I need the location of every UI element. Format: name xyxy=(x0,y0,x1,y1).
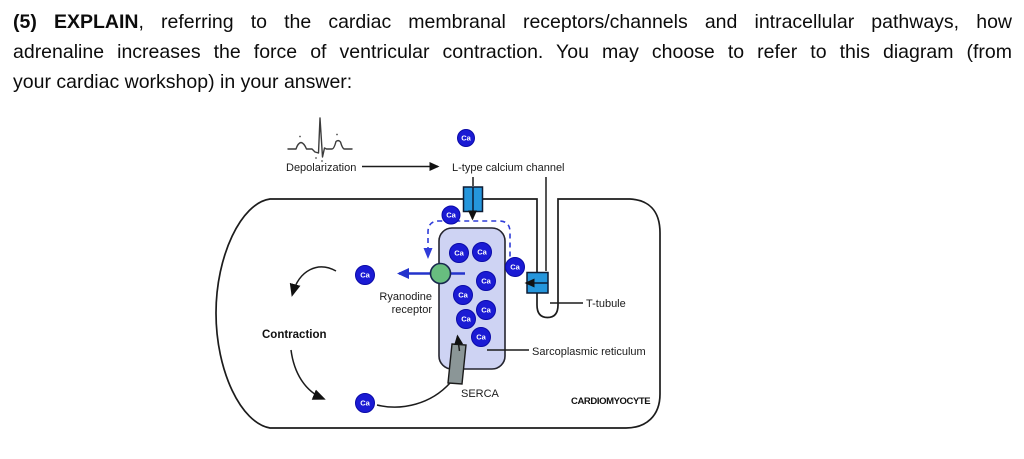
question-line-1: (5) EXPLAIN, referring to the cardiac me… xyxy=(13,7,1012,37)
ecg-trace-icon xyxy=(287,117,353,162)
svg-text:Ca: Ca xyxy=(360,271,370,280)
l-type-channel-label: L-type calcium channel xyxy=(452,162,565,174)
svg-text:Ca: Ca xyxy=(477,248,487,257)
ca-ion: Ca xyxy=(441,205,461,225)
ca-ion: Ca xyxy=(453,285,473,305)
ca-release-dashed-path xyxy=(427,220,511,257)
ca-to-serca-curve xyxy=(376,382,451,408)
serca-pump xyxy=(447,343,467,385)
l-type-calcium-channel-surface xyxy=(462,186,484,213)
svg-text:Ca: Ca xyxy=(461,315,471,324)
sarcoplasmic-reticulum-label: Sarcoplasmic reticulum xyxy=(532,346,646,358)
ca-ion: Ca xyxy=(355,265,375,285)
cell-membrane xyxy=(215,198,661,429)
svg-text:Ca: Ca xyxy=(476,333,486,342)
ca-ion: Ca xyxy=(456,309,476,329)
svg-text:Ca: Ca xyxy=(454,249,464,258)
svg-text:Ca: Ca xyxy=(481,277,491,286)
ca-ion: Ca xyxy=(505,257,525,277)
ryanodine-label-line1: Ryanodine xyxy=(379,291,432,303)
ca-ion: Ca xyxy=(476,300,496,320)
ca-ion: Ca xyxy=(471,327,491,347)
question-text: (5) EXPLAIN, referring to the cardiac me… xyxy=(13,7,1012,97)
contraction-label: Contraction xyxy=(262,329,327,341)
svg-text:Ca: Ca xyxy=(458,291,468,300)
svg-text:Ca: Ca xyxy=(461,134,471,143)
question-line-2: adrenaline increases the force of ventri… xyxy=(13,41,1012,63)
question-line-3: your cardiac workshop) in your answer: xyxy=(13,71,353,93)
ca-ion: Ca xyxy=(476,271,496,291)
svg-text:Ca: Ca xyxy=(481,306,491,315)
svg-text:Ca: Ca xyxy=(446,211,456,220)
contraction-cycle-arrow-upper xyxy=(289,266,337,297)
ca-ion: Ca xyxy=(472,242,492,262)
question-line-1-rest: , referring to the cardiac membranal rec… xyxy=(138,11,1012,33)
ryanodine-receptor xyxy=(429,262,452,285)
serca-uptake-arrow xyxy=(454,334,464,352)
depolarization-label: Depolarization xyxy=(286,162,356,174)
svg-text:Ca: Ca xyxy=(510,263,520,272)
cardiomyocyte-label: CARDIOMYOCYTE xyxy=(571,396,650,407)
t-tubule-label: T-tubule xyxy=(586,298,626,310)
serca-label: SERCA xyxy=(461,388,500,400)
question-number: (5) EXPLAIN xyxy=(13,11,139,33)
ca-ion: Ca xyxy=(449,243,469,263)
ryanodine-label-line2: receptor xyxy=(392,304,433,316)
dashed-path-arrowhead xyxy=(423,248,433,259)
ca-ion: Ca xyxy=(355,393,375,413)
svg-text:Ca: Ca xyxy=(360,399,370,408)
contraction-cycle-arrow-lower xyxy=(290,349,326,400)
ca-ion: Ca xyxy=(457,129,475,147)
